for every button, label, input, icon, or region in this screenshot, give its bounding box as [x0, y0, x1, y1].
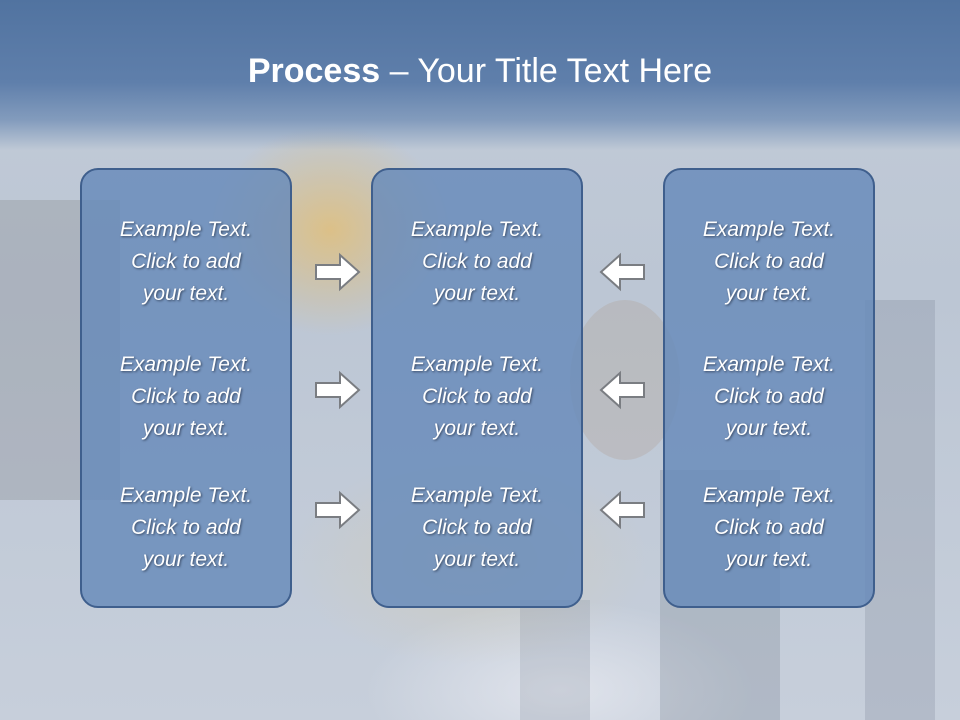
title-rest: – Your Title Text Here: [380, 52, 713, 90]
text-placeholder[interactable]: Example Text. Click to add your text.: [119, 353, 253, 440]
arrow-left-icon[interactable]: [598, 370, 646, 410]
text-placeholder[interactable]: Example Text. Click to add your text.: [410, 484, 544, 571]
process-panel-right[interactable]: Example Text. Click to add your text. Ex…: [663, 168, 875, 608]
arrow-left-icon[interactable]: [598, 252, 646, 292]
process-panel-center[interactable]: Example Text. Click to add your text. Ex…: [371, 168, 583, 608]
process-panel-left[interactable]: Example Text. Click to add your text. Ex…: [80, 168, 292, 608]
text-placeholder[interactable]: Example Text. Click to add your text.: [119, 218, 253, 305]
title-bar: [0, 0, 960, 150]
background-building: [865, 300, 935, 720]
background-hand: [570, 300, 680, 460]
text-placeholder[interactable]: Example Text. Click to add your text.: [410, 218, 544, 305]
text-placeholder[interactable]: Example Text. Click to add your text.: [702, 484, 836, 571]
arrow-right-icon[interactable]: [314, 370, 362, 410]
title-bold: Process: [247, 52, 381, 90]
text-placeholder[interactable]: Example Text. Click to add your text.: [119, 484, 253, 571]
arrow-right-icon[interactable]: [314, 490, 362, 530]
text-placeholder[interactable]: Example Text. Click to add your text.: [702, 218, 836, 305]
arrow-left-icon[interactable]: [598, 490, 646, 530]
slide-title[interactable]: Process – Your Title Text Here: [0, 52, 960, 91]
text-placeholder[interactable]: Example Text. Click to add your text.: [702, 353, 836, 440]
background-building: [520, 600, 590, 720]
arrow-right-icon[interactable]: [314, 252, 362, 292]
text-placeholder[interactable]: Example Text. Click to add your text.: [410, 353, 544, 440]
